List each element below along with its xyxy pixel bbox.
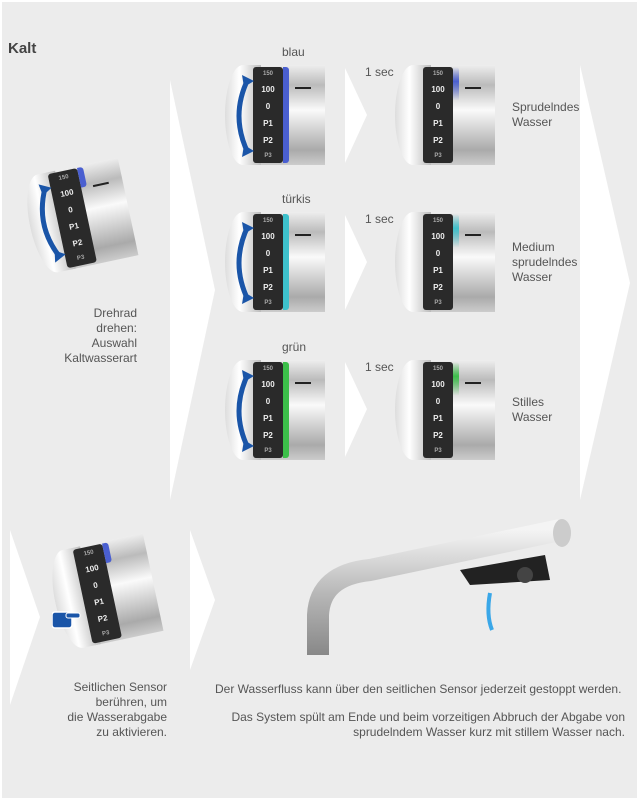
small-chevron-2 bbox=[345, 215, 367, 310]
delay-label: 1 sec bbox=[365, 212, 394, 226]
bottom-chevron-1 bbox=[10, 530, 40, 705]
touch-hand-icon bbox=[52, 611, 81, 629]
color-label: grün bbox=[282, 340, 307, 354]
small-chevron-1 bbox=[345, 68, 367, 163]
big-chevron-left bbox=[170, 80, 215, 500]
delay-label: 1 sec bbox=[365, 65, 394, 79]
delay-label: 1 sec bbox=[365, 360, 394, 374]
big-chevron-right bbox=[580, 65, 630, 500]
rotate-arrow-icon bbox=[236, 75, 254, 157]
bottom-chevron-2 bbox=[190, 530, 215, 670]
rotate-arrow-icon bbox=[38, 184, 66, 263]
rotate-arrow-icon bbox=[236, 222, 254, 304]
small-chevron-3 bbox=[345, 362, 367, 457]
note-flush: Das System spült am Ende und beim vorzei… bbox=[231, 710, 625, 739]
color-label: türkis bbox=[282, 192, 311, 206]
note-stop: Der Wasserfluss kann über den seitlichen… bbox=[215, 682, 622, 696]
rotate-arrow-icon bbox=[236, 370, 254, 452]
section-title: Kalt bbox=[8, 40, 37, 57]
color-label: blau bbox=[282, 45, 305, 59]
faucet-image bbox=[307, 519, 571, 655]
